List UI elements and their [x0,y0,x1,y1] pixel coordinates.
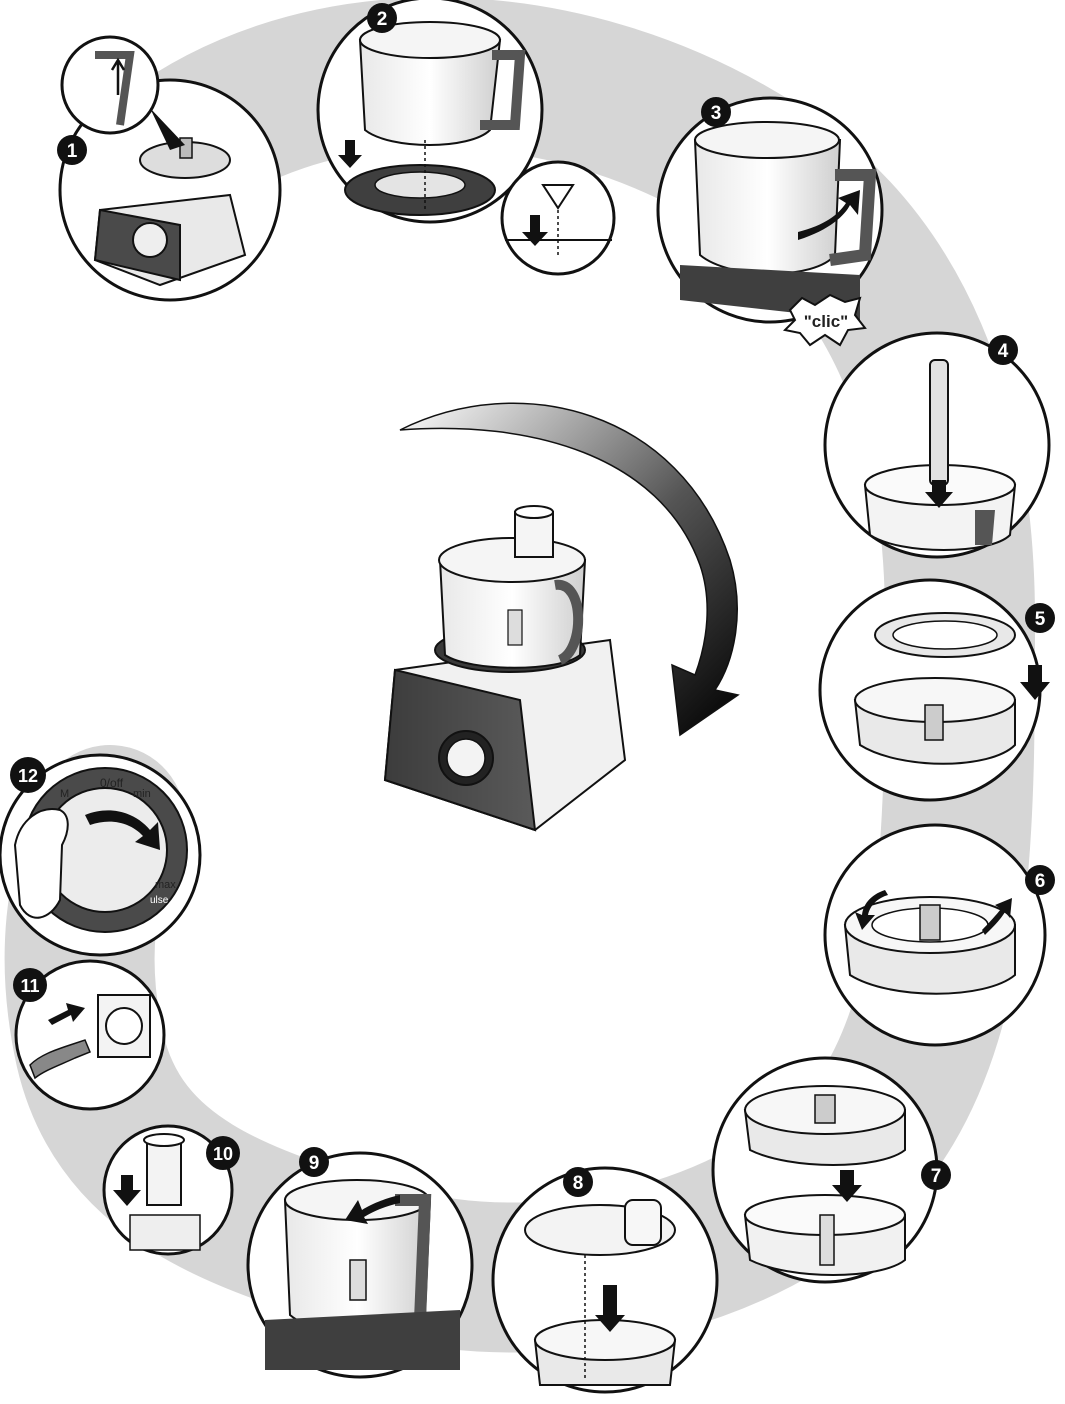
step-9-number: 9 [309,1153,320,1174]
step-2-number: 2 [377,9,388,30]
step-3-number: 3 [711,103,722,124]
step-12-badge: 12 [10,757,46,793]
hand-icon [15,809,68,918]
step-4-panel [825,333,1049,557]
step-8-panel [493,1168,717,1392]
step-3-badge: 3 [701,97,731,127]
dial-label-off: 0/off [100,776,124,790]
step-10-badge: 10 [206,1136,240,1170]
step-11-badge: 11 [13,968,47,1002]
step-10-number: 10 [213,1144,233,1164]
step-6-number: 6 [1035,871,1046,892]
dial-label-max: max [155,879,176,891]
step-4-number: 4 [998,341,1009,362]
step-5-badge: 5 [1025,603,1055,633]
step-9-badge: 9 [299,1147,329,1177]
step-6-badge: 6 [1025,865,1055,895]
step-2-badge: 2 [367,3,397,33]
dial-label-m: M [60,788,69,800]
step-1-number: 1 [67,141,78,162]
step-5-number: 5 [1035,609,1046,630]
clic-sound-label: "clic" [804,312,848,331]
step-11-number: 11 [20,976,39,996]
step-3-panel: "clic" [658,98,882,345]
step-7-panel [713,1058,937,1282]
dial-label-pulse: ulse [150,895,169,906]
step-8-badge: 8 [563,1167,593,1197]
step-6-panel [825,825,1045,1045]
step-9-panel [248,1153,472,1377]
step-8-number: 8 [573,1173,584,1194]
step-4-badge: 4 [988,335,1018,365]
step-1-badge: 1 [57,135,87,165]
step-12-number: 12 [18,766,38,786]
food-processor-illustration [385,506,625,830]
dial-label-min: min [133,788,151,800]
step-7-badge: 7 [921,1160,951,1190]
step-7-number: 7 [931,1166,942,1187]
